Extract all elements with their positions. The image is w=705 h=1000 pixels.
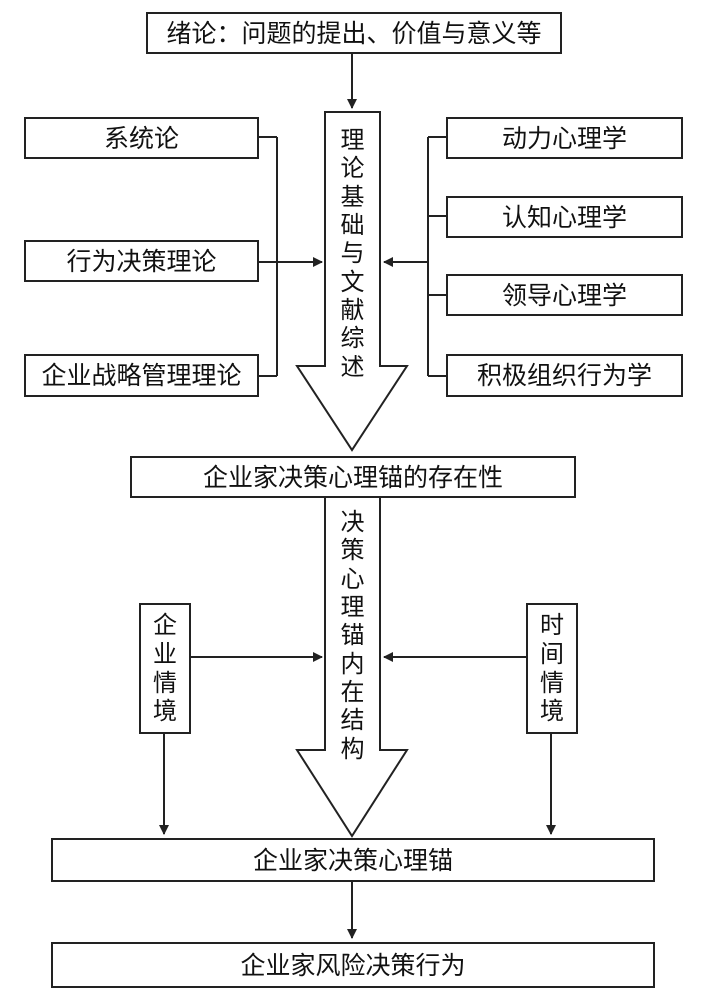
theory-systems: 系统论 <box>24 117 259 159</box>
big-arrow-theory <box>295 111 409 452</box>
big-arrow-structure <box>295 496 409 838</box>
enterprise-context-box: 企业情境 <box>139 603 191 734</box>
time-context-box: 时间情境 <box>526 603 578 734</box>
psych-leadership: 领导心理学 <box>446 274 683 316</box>
psych-positive-org: 积极组织行为学 <box>446 354 683 397</box>
psych-motivation: 动力心理学 <box>446 117 683 159</box>
psych-cognitive: 认知心理学 <box>446 196 683 238</box>
theory-strategic-management: 企业战略管理理论 <box>24 354 259 397</box>
intro-box: 绪论：问题的提出、价值与意义等 <box>146 12 562 54</box>
anchor-box: 企业家决策心理锚 <box>51 838 655 882</box>
theory-behavioral-decision: 行为决策理论 <box>24 240 259 282</box>
arrow1-label: 理论基础与文献综述 <box>340 126 365 381</box>
arrow2-label: 决策心理锚内在结构 <box>340 508 365 763</box>
existence-box: 企业家决策心理锚的存在性 <box>130 456 576 498</box>
behavior-box: 企业家风险决策行为 <box>51 942 655 988</box>
